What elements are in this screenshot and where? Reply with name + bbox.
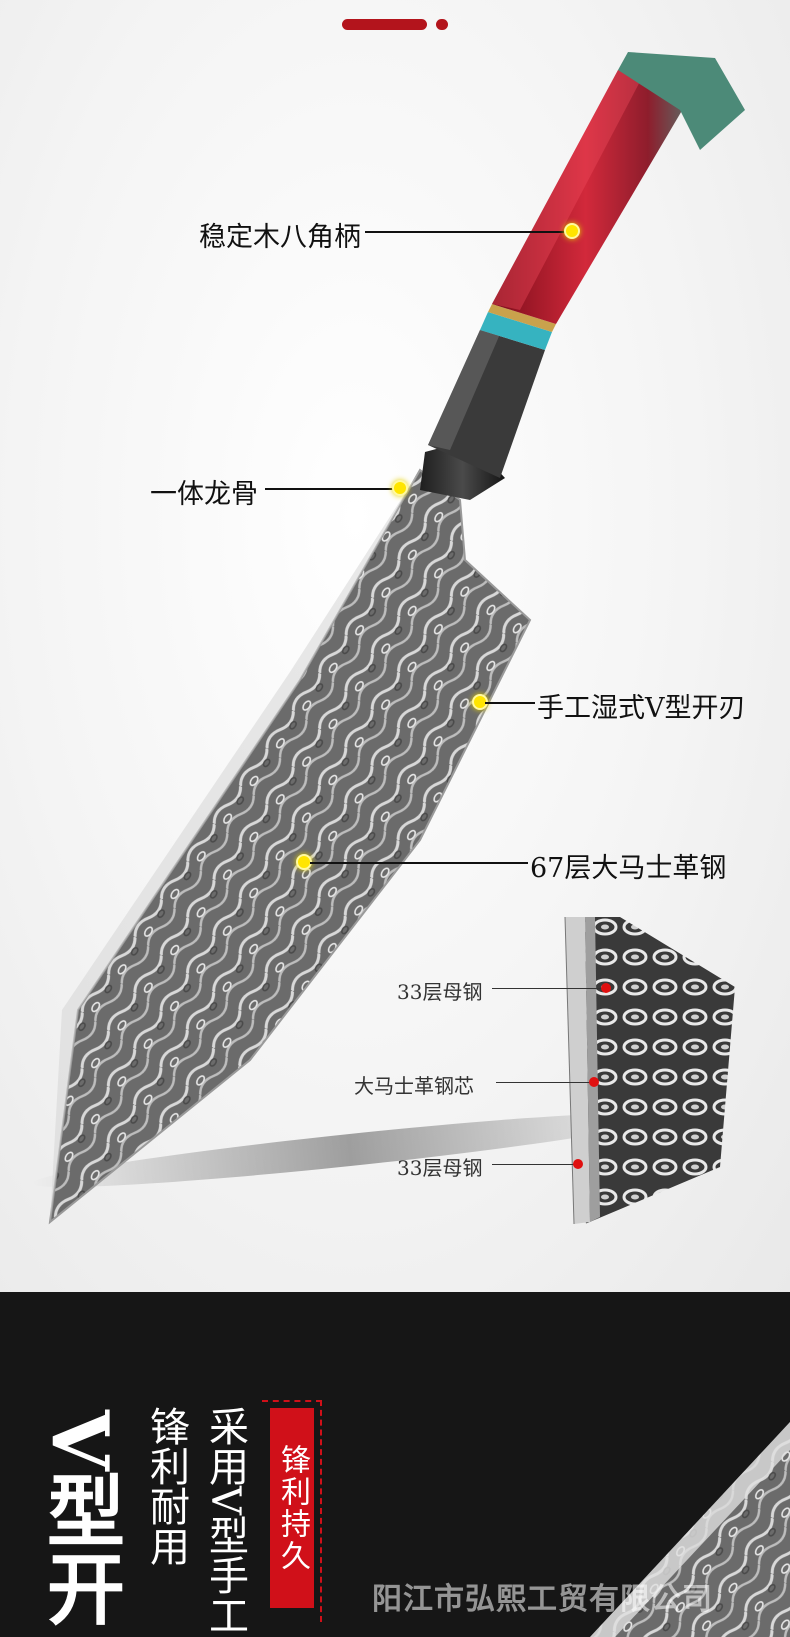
callout-handle-label: 稳定木八角柄 [199, 222, 361, 253]
badge-frame [262, 1400, 322, 1622]
banner-subtitle-2: 采用V型手工 [202, 1406, 248, 1635]
feature-banner: V型开 锋利耐用 采用V型手工 锋利持久 阳江市弘熙工贸有限公司 [0, 1292, 790, 1637]
banner-title: V型开 [34, 1410, 125, 1627]
steel-layer-cross-section [564, 916, 735, 1225]
layer-outer-top-line [492, 988, 604, 989]
layer-outer-bottom-line [492, 1164, 576, 1165]
company-watermark: 阳江市弘熙工贸有限公司 [372, 1582, 713, 1617]
callout-handle-dot [564, 223, 580, 239]
layer-core-label: 大马士革钢芯 [354, 1074, 474, 1098]
badge-sharp-lasting: 锋利持久 [270, 1408, 314, 1608]
blade-corner-detail [590, 1422, 790, 1637]
callout-steel-line [310, 862, 528, 864]
callout-tang-dot [392, 480, 408, 496]
layer-outer-top-label: 33层母钢 [397, 980, 483, 1004]
callout-tang-line [265, 488, 395, 490]
callout-steel-label: 67层大马士革钢 [530, 853, 727, 884]
banner-subtitle-1: 锋利耐用 [143, 1406, 189, 1566]
layer-core-dot [589, 1077, 599, 1087]
callout-edge-line [485, 702, 535, 704]
layer-outer-bottom-dot [573, 1159, 583, 1169]
product-showcase: 稳定木八角柄 一体龙骨 手工湿式V型开刃 67层大马士革钢 33层母钢 大马士革… [0, 0, 790, 1292]
decor-dash-short [436, 19, 448, 30]
layer-outer-top-dot [601, 983, 611, 993]
knife-illustration [31, 52, 745, 1225]
callout-edge-label: 手工湿式V型开刃 [537, 693, 746, 724]
layer-core-line [496, 1082, 592, 1083]
callout-tang-label: 一体龙骨 [150, 479, 258, 510]
callout-handle-line [365, 231, 568, 233]
decor-dash-long [342, 19, 427, 30]
layer-outer-bottom-label: 33层母钢 [397, 1156, 483, 1180]
